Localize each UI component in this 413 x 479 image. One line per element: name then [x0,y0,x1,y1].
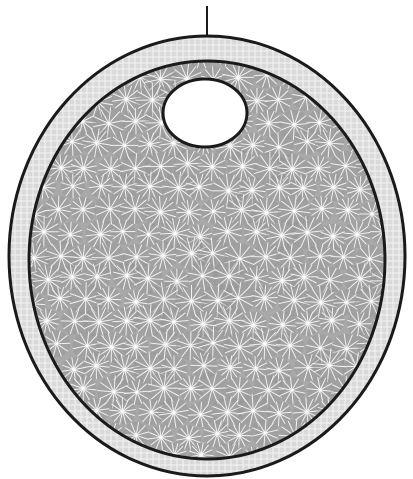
texture-cell [123,108,149,134]
texture-cell [5,84,31,110]
texture-cell [370,398,398,426]
texture-cell [30,36,63,69]
texture-cell [186,173,213,200]
texture-cell [346,41,374,69]
texture-cell [10,402,35,427]
texture-cell [20,423,45,448]
texture-cell [61,174,85,198]
texture-cell [109,398,136,425]
texture-cell [321,40,349,68]
round-opening [163,79,247,147]
texture-cell [31,401,59,429]
texture-cell [158,397,189,428]
texture-cell [249,328,281,360]
texture-cell [265,86,292,113]
texture-cell [252,285,278,311]
texture-cell [9,358,34,383]
texture-cell [379,417,410,448]
texture-cell [31,448,55,472]
texture-cell [110,219,135,244]
texture-cell [372,39,399,66]
texture-cell [342,442,374,474]
texture-cell [385,375,409,399]
texture-cell [83,353,110,380]
texture-cell [20,64,53,97]
texture-cell [357,65,384,92]
texture-cell [343,221,370,248]
texture-cell [295,311,320,336]
texture-cell [244,219,270,245]
texture-cell [48,286,72,310]
texture-cell [336,198,361,223]
texture-cell [17,107,46,136]
texture-cell [384,62,412,90]
texture-cell [319,308,345,334]
texture-cell [70,197,96,223]
texture-cell [372,446,399,473]
texture-cell [43,420,73,450]
texture-cell [56,441,85,470]
texture-cell [383,106,413,139]
texture-cell [313,442,346,475]
texture-cell [374,88,399,113]
texture-cell [33,86,61,114]
texture-cell [6,445,34,473]
texture-cell [55,41,86,72]
texture-cell [276,332,304,360]
texture-cell [46,61,73,88]
texture-cell [82,128,111,157]
texture-cell [359,425,385,451]
texture-cell [84,43,110,69]
texture-cell [7,43,32,68]
